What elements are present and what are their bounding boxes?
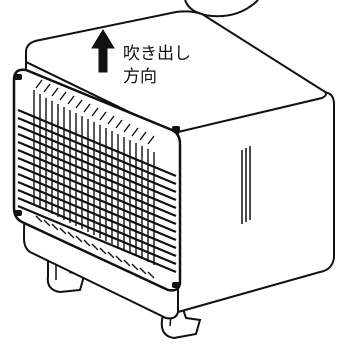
grille-bars [17,108,177,274]
coil-bottom-hatching [35,215,155,279]
side-vent-slots [241,146,251,224]
airflow-label-line1: 吹き出し [123,44,191,64]
coil-top-hatching [35,79,155,145]
top-circle-outline [184,0,259,18]
cabinet-side-panel [177,90,335,314]
airflow-label-line2: 方向 [123,67,157,87]
up-arrow-icon [91,29,115,73]
grille-corner-tabs [14,74,180,288]
